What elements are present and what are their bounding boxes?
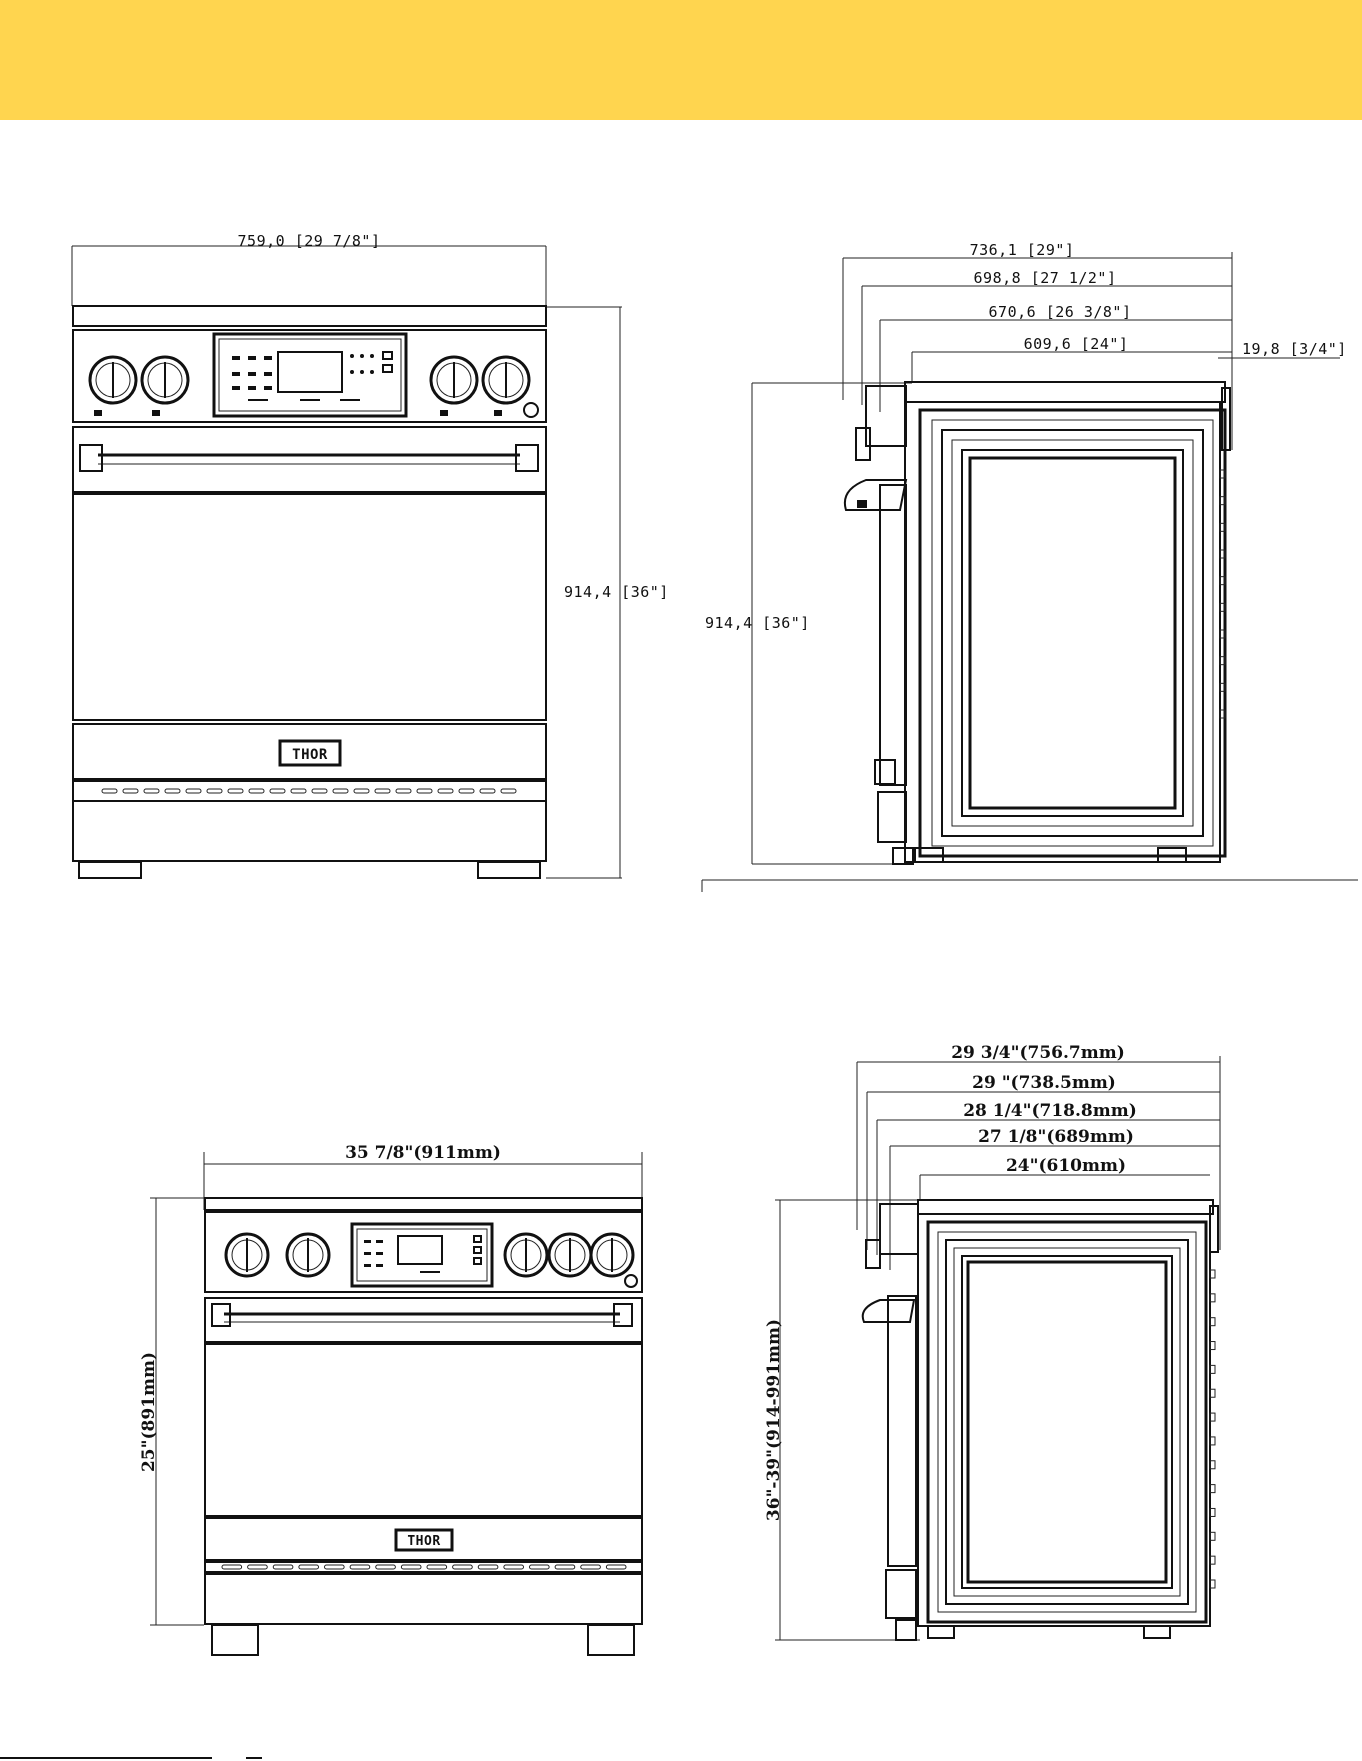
indicator-light-icon: [625, 1275, 637, 1287]
vent-slot: [504, 1565, 524, 1569]
handle-bracket: [80, 445, 102, 471]
vent-slot: [299, 1565, 319, 1569]
knob-side-profile: [866, 1240, 880, 1268]
vent-slots: [102, 789, 516, 793]
depth-dimension-label: 29 3/4"(756.7mm): [951, 1043, 1125, 1063]
vent-slot: [186, 789, 201, 793]
control-display: [214, 334, 406, 416]
depth-dimension-label: 670,6 [26 3/8"]: [989, 303, 1132, 321]
vent-slot: [350, 1565, 370, 1569]
height-dimension-label: 36"-39"(914-991mm): [764, 1319, 784, 1521]
vent-slot: [396, 789, 411, 793]
knob-side-profile: [856, 428, 870, 460]
vent-slot: [325, 1565, 345, 1569]
height-dimension-label: 914,4 [36"]: [564, 583, 669, 601]
drawer-side-profile: [886, 1570, 916, 1618]
oven-door: [73, 494, 546, 720]
vent-slot: [417, 789, 432, 793]
depth-dimension-label: 27 1/8"(689mm): [978, 1127, 1134, 1147]
burner-knob: [483, 357, 529, 403]
vent-slot: [228, 789, 243, 793]
vent-slot: [478, 1565, 498, 1569]
vent-slot: [207, 789, 222, 793]
leveling-foot: [79, 862, 141, 878]
vent-slot: [530, 1565, 550, 1569]
burner-knob: [591, 1234, 633, 1276]
vent-slot: [581, 1565, 601, 1569]
front-view-imperial: 35 7/8"(911mm) 25"(891mm): [139, 1143, 642, 1655]
vent-slot: [273, 1565, 293, 1569]
vent-slot: [501, 789, 516, 793]
vent-slot: [438, 789, 453, 793]
depth-dimension-label: 609,6 [24"]: [1024, 335, 1129, 353]
vent-slot: [480, 789, 495, 793]
vent-slot: [401, 1565, 421, 1569]
vent-slot: [165, 789, 180, 793]
front-view-metric: 759,0 [29 7/8"] 914,4 [36"]: [72, 232, 669, 878]
door-side-profile: [888, 1296, 916, 1566]
vent-slot: [144, 789, 159, 793]
oven-door: [205, 1344, 642, 1516]
leveling-foot: [478, 862, 540, 878]
handle-bracket: [516, 445, 538, 471]
vent-slot: [354, 789, 369, 793]
height-dimension-label: 25"(891mm): [139, 1352, 159, 1472]
burner-knob: [431, 357, 477, 403]
vent-slot: [555, 1565, 575, 1569]
depth-dimension-label: 24"(610mm): [1006, 1156, 1126, 1176]
depth-dimension-label: 28 1/4"(718.8mm): [963, 1101, 1137, 1121]
depth-dimension-label: 29 "(738.5mm): [972, 1073, 1116, 1093]
burner-knob: [226, 1234, 268, 1276]
vent-slot: [606, 1565, 626, 1569]
leveling-foot: [896, 1620, 916, 1640]
burner-knob: [505, 1234, 547, 1276]
burner-knob: [90, 357, 136, 403]
vent-slot: [376, 1565, 396, 1569]
drawer-side-profile: [878, 792, 906, 842]
leveling-foot: [588, 1625, 634, 1655]
offset-dimension-label: 19,8 [3/4"]: [1242, 340, 1347, 358]
vent-slot: [459, 789, 474, 793]
vent-slot: [333, 789, 348, 793]
vent-slot: [291, 789, 306, 793]
leveling-foot: [212, 1625, 258, 1655]
display-screen: [278, 352, 342, 392]
indicator-light-icon: [524, 403, 538, 417]
vent-slot: [222, 1565, 242, 1569]
vent-slot: [453, 1565, 473, 1569]
width-dimension-label: 759,0 [29 7/8"]: [238, 232, 381, 250]
side-view-imperial: 29 3/4"(756.7mm) 29 "(738.5mm) 28 1/4"(7…: [764, 1043, 1220, 1640]
leveling-foot: [928, 1626, 954, 1638]
vent-slot: [249, 789, 264, 793]
vent-slot: [248, 1565, 268, 1569]
vent-slot: [270, 789, 285, 793]
width-dimension-label: 35 7/8"(911mm): [345, 1143, 501, 1163]
vent-slot: [312, 789, 327, 793]
side-view-metric: 736,1 [29"] 698,8 [27 1/2"] 670,6 [26 3/…: [702, 241, 1358, 892]
door-side-profile: [880, 485, 906, 785]
control-display: [352, 1224, 492, 1286]
vent-slot: [375, 789, 390, 793]
vent-slot: [123, 789, 138, 793]
display-screen: [398, 1236, 442, 1264]
burner-knob: [549, 1234, 591, 1276]
burner-knob: [142, 357, 188, 403]
leveling-foot: [1144, 1626, 1170, 1638]
height-dimension-label: 914,4 [36"]: [705, 614, 810, 632]
vent-slots: [222, 1565, 626, 1569]
vent-slot: [427, 1565, 447, 1569]
brand-logo-label: THOR: [407, 1534, 440, 1549]
depth-dimension-label: 736,1 [29"]: [970, 241, 1075, 259]
brand-logo-label: THOR: [292, 747, 328, 763]
vent-slot: [102, 789, 117, 793]
burner-knob: [287, 1234, 329, 1276]
depth-dimension-label: 698,8 [27 1/2"]: [974, 269, 1117, 287]
